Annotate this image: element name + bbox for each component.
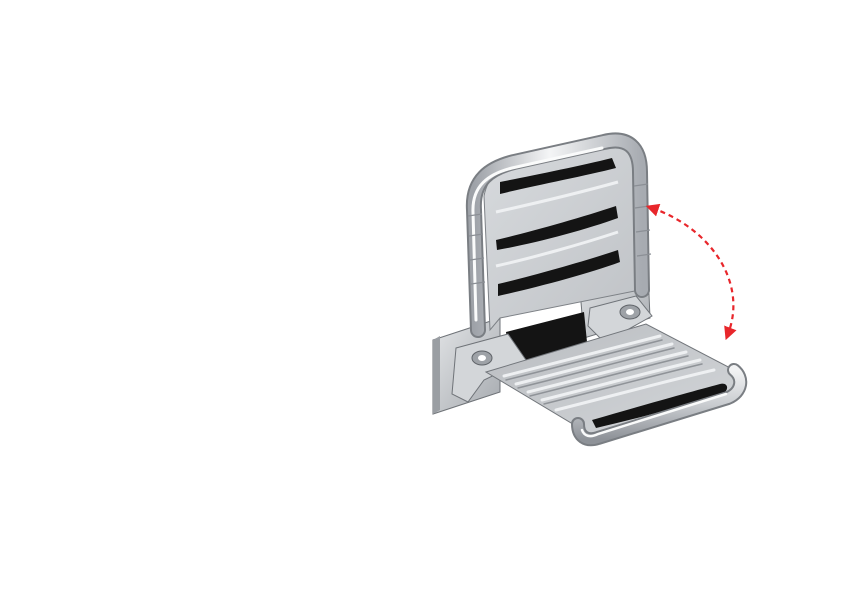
right-hinge-bracket bbox=[587, 295, 653, 339]
seat-slot bbox=[592, 383, 728, 428]
backrest-slot bbox=[498, 250, 620, 296]
backrest-slot bbox=[500, 158, 616, 194]
double-headed-curved-arrow-icon bbox=[645, 203, 737, 341]
backrest-frame bbox=[465, 132, 652, 338]
backrest-slot bbox=[496, 206, 618, 250]
backrest bbox=[483, 144, 641, 332]
seat-frame bbox=[571, 363, 748, 447]
left-hinge-bracket bbox=[451, 333, 527, 403]
